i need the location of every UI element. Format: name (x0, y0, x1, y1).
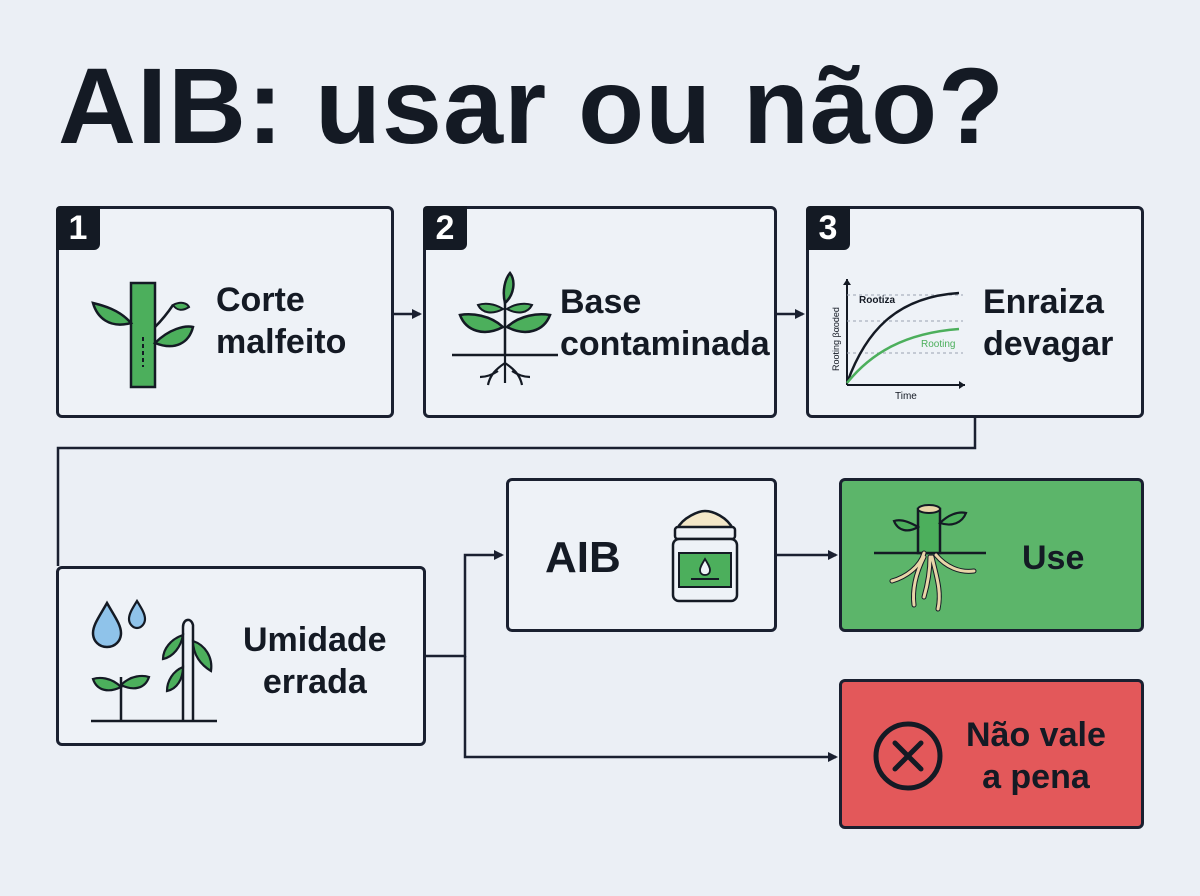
not-worth-line1: Não vale (966, 716, 1106, 754)
step-2-box: 2 Base contaminada (423, 206, 777, 418)
page-title: AIB: usar ou não? (58, 45, 1006, 166)
step-3-line1: Enraiza (983, 283, 1104, 321)
mini-chart-xlabel: Time (895, 391, 917, 402)
humidity-box: Umidade errada (56, 566, 426, 746)
humidity-line1: Umidade (243, 621, 387, 659)
connector-3-to-humidity (56, 418, 977, 566)
mini-chart-ylabel: Rooting βαoded (831, 307, 841, 371)
aib-box: AIB (506, 478, 777, 632)
step-1-line2: malfeito (216, 323, 347, 361)
plant-roots-icon (452, 270, 558, 386)
mini-chart-series-1: Rootiza (859, 295, 896, 306)
use-label: Use (1022, 539, 1085, 577)
arrow-humidity-to-not-worth (463, 656, 838, 762)
humidity-line2: errada (262, 663, 367, 701)
step-1-label: Corte malfeito (216, 279, 346, 363)
step-3-number: 3 (806, 206, 850, 250)
rooting-chart-icon: Rootiza Rooting Time Rooting βαoded (831, 279, 965, 402)
not-worth-line2: a pena (982, 758, 1090, 796)
step-2-number: 2 (423, 206, 467, 250)
step-3-box: 3 Rootiza Rooting Time Rooting βαoded En… (806, 206, 1144, 418)
humidity-label: Umidade errada (243, 619, 387, 703)
aib-label: AIB (545, 533, 621, 582)
step-2-line1: Base (560, 283, 642, 321)
rooted-cutting-icon (874, 504, 986, 612)
rooting-powder-jar-icon (671, 509, 739, 603)
step-3-line2: devagar (983, 325, 1114, 363)
step-2-label: Base contaminada (560, 281, 770, 365)
not-worth-label: Não vale a pena (966, 714, 1106, 798)
arrow-humidity-to-aib (426, 550, 504, 658)
not-worth-box: Não vale a pena (839, 679, 1144, 829)
step-1-box: 1 Corte malfeito (56, 206, 394, 418)
water-drops-plants-icon (91, 598, 217, 723)
mini-chart-series-2: Rooting (921, 339, 955, 350)
step-1-number: 1 (56, 206, 100, 250)
x-circle-icon (873, 721, 943, 791)
use-box: Use (839, 478, 1144, 632)
step-3-label: Enraiza devagar (983, 281, 1113, 365)
step-2-line2: contaminada (560, 325, 770, 363)
step-1-line1: Corte (216, 281, 305, 319)
cutting-icon (91, 281, 195, 389)
